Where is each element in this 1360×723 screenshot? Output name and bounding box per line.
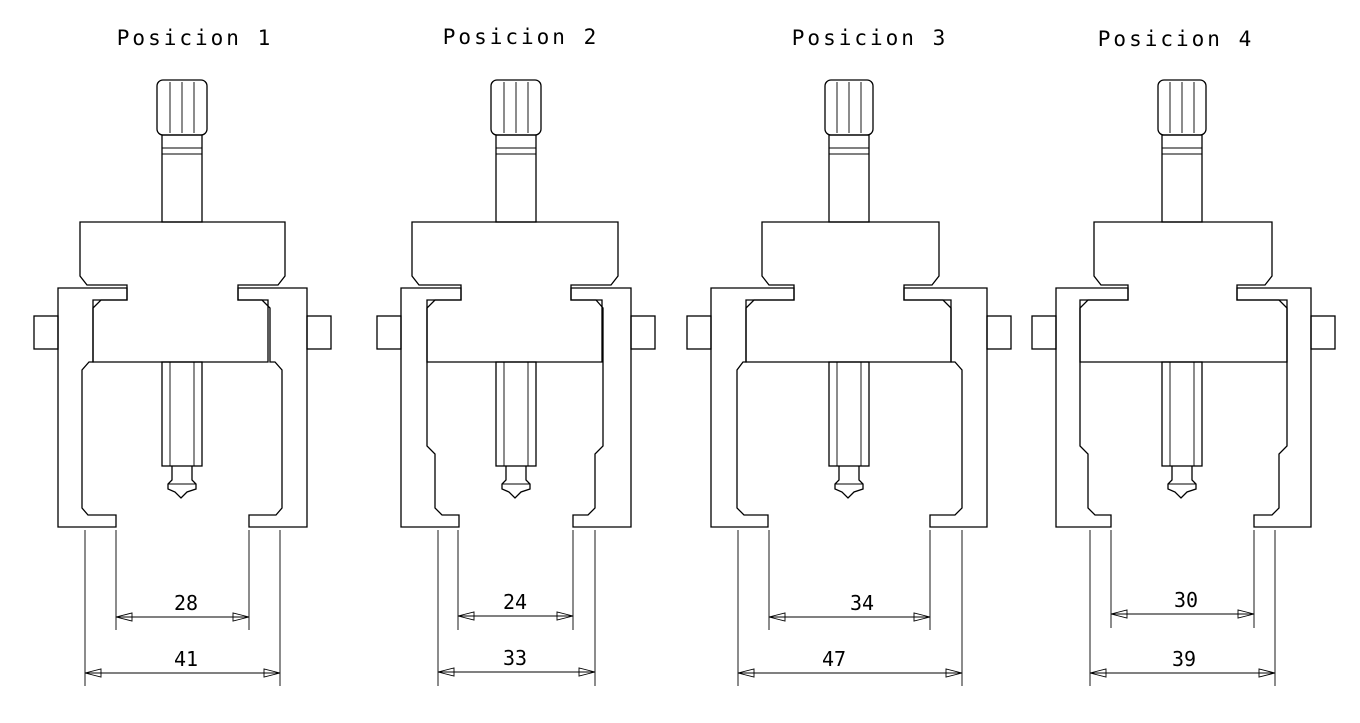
position-4-puller xyxy=(1031,79,1336,528)
position-1-title: Posicion 1 xyxy=(117,26,273,50)
left-jaw-pin xyxy=(33,315,59,350)
position-1-view: Posicion 1 xyxy=(33,26,332,686)
crossbar xyxy=(745,221,952,363)
lower-shaft xyxy=(1161,361,1203,467)
right-jaw-pin xyxy=(306,315,332,350)
right-jaw xyxy=(1236,287,1312,528)
inner-dimension-label: 28 xyxy=(174,591,198,615)
right-jaw-pin xyxy=(1310,315,1336,350)
position-2-dimensions: 24 33 xyxy=(437,530,596,686)
lower-shaft xyxy=(495,361,537,467)
lower-shaft xyxy=(828,361,870,467)
bolt-tip xyxy=(501,466,531,499)
inner-dimension-label: 24 xyxy=(503,590,527,614)
position-1-dimensions: 28 41 xyxy=(84,530,281,686)
left-jaw xyxy=(1055,287,1129,528)
lower-shaft xyxy=(161,361,203,467)
left-jaw xyxy=(400,287,462,528)
crossbar xyxy=(411,221,619,363)
left-jaw-pin xyxy=(686,315,712,350)
right-jaw-pin xyxy=(630,315,656,350)
position-2-title: Posicion 2 xyxy=(443,25,599,49)
right-jaw xyxy=(570,287,632,528)
outer-dimension-label: 39 xyxy=(1172,647,1196,671)
left-jaw xyxy=(57,287,128,528)
right-jaw xyxy=(903,287,988,528)
left-jaw xyxy=(710,287,795,528)
position-3-title: Posicion 3 xyxy=(792,26,948,50)
inner-dimension-label: 34 xyxy=(850,591,874,615)
position-2-puller xyxy=(376,79,656,528)
right-jaw-pin xyxy=(986,315,1012,350)
left-jaw-pin xyxy=(376,315,402,350)
bolt-tip xyxy=(1167,466,1197,499)
crossbar xyxy=(1079,221,1288,363)
position-2-view: Posicion 2 xyxy=(376,25,656,686)
bolt-tip xyxy=(834,466,864,499)
position-1-puller xyxy=(33,79,332,528)
right-jaw xyxy=(237,287,308,528)
position-4-dimensions: 30 39 xyxy=(1089,530,1276,686)
position-4-title: Posicion 4 xyxy=(1098,27,1254,51)
inner-dimension-label: 30 xyxy=(1174,588,1198,612)
outer-dimension-label: 41 xyxy=(174,647,198,671)
left-jaw-pin xyxy=(1031,315,1057,350)
position-3-view: Posicion 3 xyxy=(686,26,1012,686)
outer-dimension-label: 33 xyxy=(503,646,527,670)
position-3-puller xyxy=(686,79,1012,528)
crossbar xyxy=(79,221,286,363)
position-4-view: Posicion 4 xyxy=(1031,27,1336,686)
bolt-tip xyxy=(167,466,197,499)
position-3-dimensions: 34 47 xyxy=(737,530,963,686)
outer-dimension-label: 47 xyxy=(822,647,846,671)
